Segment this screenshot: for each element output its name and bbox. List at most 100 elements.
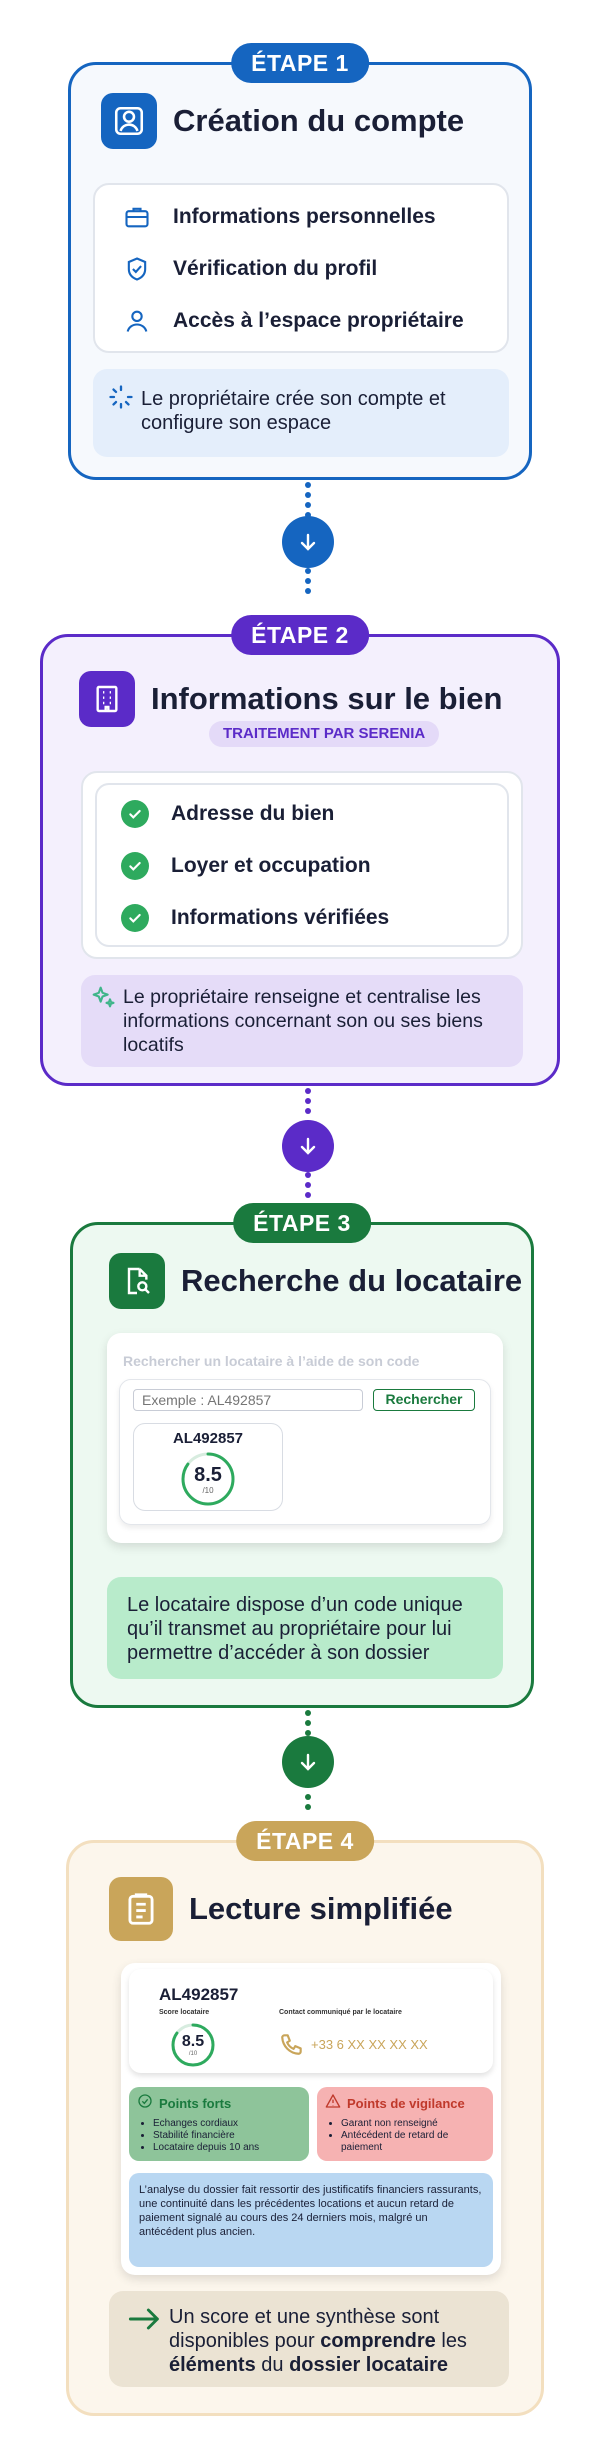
connector-3 — [305, 1710, 311, 1818]
list-item: Stabilité financière — [153, 2130, 301, 2142]
step-2-note: Le propriétaire renseigne et centralise … — [81, 975, 523, 1067]
step-1-title: Création du compte — [173, 103, 465, 138]
contact-label: Contact communiqué par le locataire — [279, 2009, 402, 2016]
step-1-header: Création du compte — [101, 93, 464, 149]
step-4-card: ÉTAPE 4 Lecture simplifiée AL492857 Scor… — [66, 1821, 544, 2416]
check-circle-icon — [117, 848, 153, 884]
list-item: Echanges cordiaux — [153, 2118, 301, 2130]
list-item: Informations personnelles — [119, 191, 507, 243]
search-heading: Rechercher un locataire à l’aide de son … — [123, 1353, 420, 1369]
list-item-label: Accès à l’espace propriétaire — [173, 309, 464, 332]
footer-text-3: du — [255, 2354, 290, 2376]
warnings-header: Points de vigilance — [325, 2093, 485, 2114]
sparkle-icon — [89, 983, 117, 1017]
step-3-header: Recherche du locataire — [109, 1253, 522, 1309]
footer-text-bold-3: dossier locataire — [289, 2354, 449, 2376]
dotted-line — [305, 1794, 311, 1810]
search-input[interactable] — [133, 1389, 363, 1411]
warning-icon — [325, 2093, 341, 2114]
strengths-header: Points forts — [137, 2093, 301, 2114]
list-item: Accès à l’espace propriétaire — [119, 295, 507, 347]
strengths-list: Echanges cordiaux Stabilité financière L… — [153, 2118, 301, 2154]
search-results-frame — [119, 1379, 491, 1525]
dotted-line — [305, 482, 311, 518]
list-item-label: Informations personnelles — [173, 205, 436, 228]
step-1-card: ÉTAPE 1 Création du compte Informations … — [68, 43, 532, 480]
step-3-card: ÉTAPE 3 Recherche du locataire Recherche… — [70, 1203, 534, 1708]
score-value: 8.5 — [181, 2033, 205, 2050]
footer-text-2: les — [435, 2330, 467, 2352]
check-circle-icon — [117, 900, 153, 936]
list-item: Adresse du bien — [117, 788, 507, 840]
shield-check-icon — [119, 251, 155, 287]
clipboard-icon — [109, 1877, 173, 1941]
arrow-down-icon — [282, 1120, 334, 1172]
footer-text-1: Un score et une synthèse sont disponible… — [169, 2306, 440, 2352]
score-label: Score locataire — [159, 2009, 210, 2016]
briefcase-icon — [119, 199, 155, 235]
arrow-right-icon — [127, 2305, 163, 2339]
footer-text-bold-2: éléments — [169, 2354, 256, 2376]
step-3-badge: ÉTAPE 3 — [233, 1203, 371, 1243]
step-3-title: Recherche du locataire — [181, 1263, 523, 1298]
dotted-line — [305, 568, 311, 594]
list-item-label: Loyer et occupation — [171, 854, 371, 877]
arrow-down-icon — [282, 1736, 334, 1788]
list-item-label: Vérification du profil — [173, 257, 378, 280]
score-max: /10 — [202, 1486, 214, 1495]
list-item: Vérification du profil — [119, 243, 507, 295]
phone-icon — [279, 2031, 305, 2062]
step-4-header: Lecture simplifiée — [109, 1877, 453, 1941]
tenant-code: AL492857 — [159, 1985, 239, 2004]
user-icon — [119, 303, 155, 339]
step-4-badge: ÉTAPE 4 — [236, 1821, 374, 1861]
list-item: Antécédent de retard de paiement — [341, 2130, 485, 2154]
check-circle-icon — [117, 796, 153, 832]
footer-text-bold-1: comprendre — [320, 2330, 436, 2352]
strengths-box: Points forts Echanges cordiaux Stabilité… — [129, 2087, 309, 2161]
document-search-icon — [109, 1253, 165, 1309]
building-icon — [79, 671, 135, 727]
step-2-note-text: Le propriétaire renseigne et centralise … — [123, 986, 483, 1056]
dotted-line — [305, 1710, 311, 1736]
warnings-list: Garant non renseigné Antécédent de retar… — [341, 2118, 485, 2154]
analysis-box: L’analyse du dossier fait ressortir des … — [129, 2173, 493, 2267]
list-item-label: Adresse du bien — [171, 802, 335, 825]
list-item: Informations vérifiées — [117, 892, 507, 944]
search-button[interactable]: Rechercher — [373, 1389, 475, 1411]
summary-panel: AL492857 Score locataire 8.5 /10 Contact… — [121, 1963, 501, 2275]
connector-2 — [305, 1088, 311, 1208]
list-item: Locataire depuis 10 ans — [153, 2142, 301, 2154]
step-2-list: Adresse du bien Loyer et occupation Info… — [81, 771, 523, 959]
check-circle-icon — [137, 2093, 153, 2114]
result-card[interactable]: AL492857 8.5 /10 — [133, 1423, 283, 1511]
step-3-note: Le locataire dispose d’un code unique qu… — [107, 1577, 503, 1679]
step-1-badge: ÉTAPE 1 — [231, 43, 369, 83]
warnings-box: Points de vigilance Garant non renseigné… — [317, 2087, 493, 2161]
step-1-note-text: Le propriétaire crée son compte et confi… — [141, 388, 446, 434]
list-item: Loyer et occupation — [117, 840, 507, 892]
search-panel: Rechercher un locataire à l’aide de son … — [107, 1333, 503, 1543]
loading-icon — [107, 383, 135, 417]
connector-1 — [305, 482, 311, 602]
step-2-header: Informations sur le bien — [79, 671, 502, 727]
score-ring: 8.5 /10 — [179, 1450, 237, 1508]
score-value: 8.5 — [194, 1464, 222, 1486]
phone-number: +33 6 XX XX XX XX — [311, 2037, 428, 2052]
step-2-list-inner: Adresse du bien Loyer et occupation Info… — [95, 783, 509, 947]
strengths-title: Points forts — [159, 2096, 232, 2111]
step-2-badge: ÉTAPE 2 — [231, 615, 369, 655]
step-2-title: Informations sur le bien — [151, 681, 503, 716]
step-4-title: Lecture simplifiée — [189, 1891, 453, 1926]
profile-card: AL492857 Score locataire 8.5 /10 Contact… — [129, 1969, 493, 2073]
step-1-list: Informations personnelles Vérification d… — [93, 183, 509, 353]
dotted-line — [305, 1172, 311, 1198]
user-icon — [101, 93, 157, 149]
step-2-card: ÉTAPE 2 Informations sur le bien TRAITEM… — [40, 615, 560, 1086]
warnings-title: Points de vigilance — [347, 2096, 465, 2111]
arrow-down-icon — [282, 516, 334, 568]
list-item: Garant non renseigné — [341, 2118, 485, 2130]
score-max: /10 — [188, 2051, 198, 2057]
step-2-subtitle: TRAITEMENT PAR SERENIA — [209, 721, 440, 747]
result-code: AL492857 — [172, 1430, 244, 1447]
